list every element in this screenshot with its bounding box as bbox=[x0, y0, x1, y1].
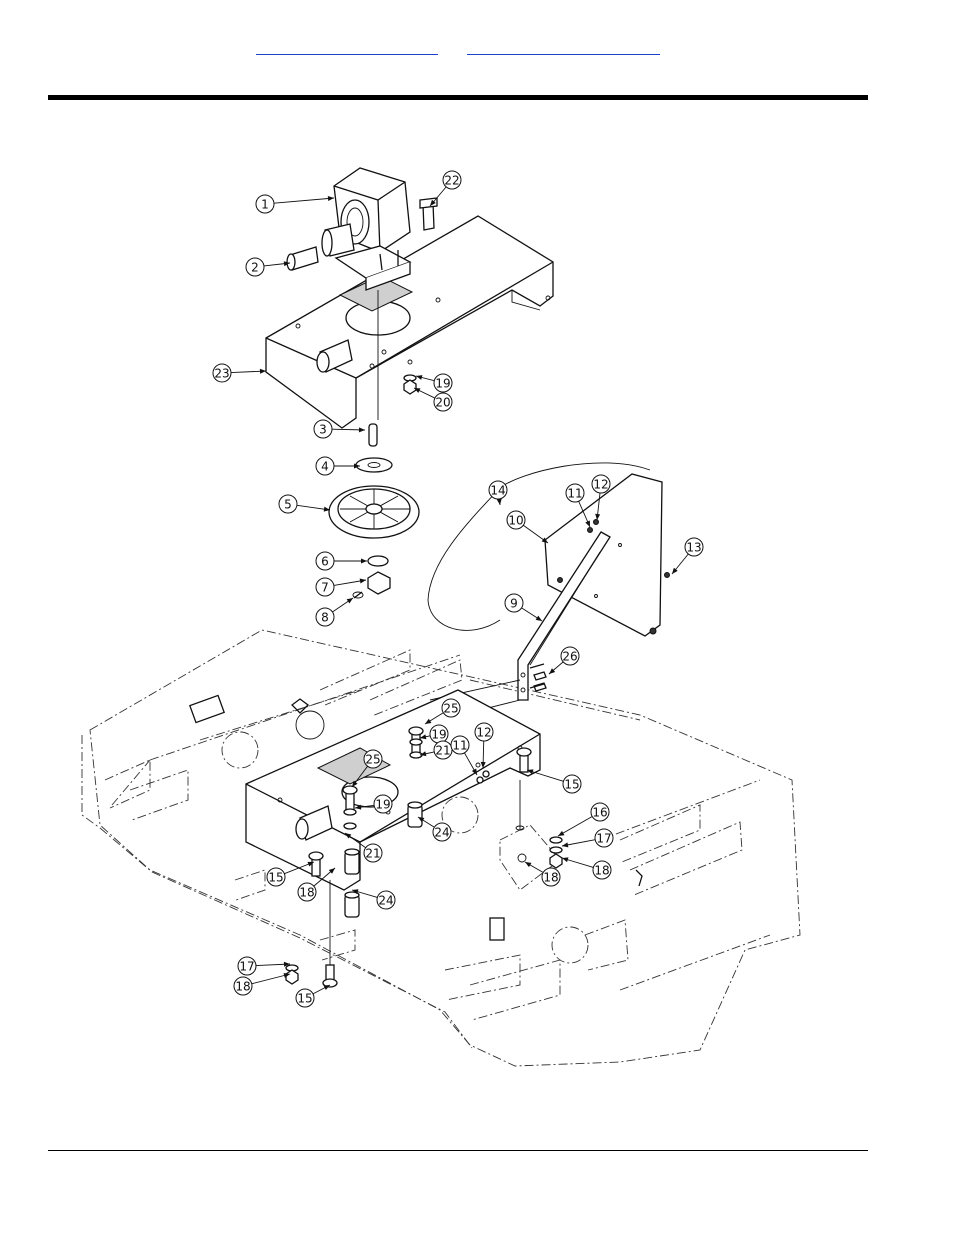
callout-number: 22 bbox=[444, 174, 459, 188]
callout-number: 15 bbox=[268, 871, 283, 885]
callout-number: 24 bbox=[378, 894, 393, 908]
callout-arrowhead bbox=[562, 857, 568, 862]
callout-arrowhead bbox=[361, 559, 367, 564]
callout-19: 19 bbox=[416, 374, 452, 392]
callout-6: 6 bbox=[316, 552, 367, 570]
callout-number: 17 bbox=[596, 832, 611, 846]
callout-5: 5 bbox=[279, 495, 330, 513]
callout-10: 10 bbox=[507, 511, 548, 543]
callout-17: 17 bbox=[562, 829, 613, 847]
callout-number: 21 bbox=[435, 744, 450, 758]
callout-24: 24 bbox=[418, 817, 451, 841]
callout-number: 6 bbox=[321, 555, 329, 569]
callout-arrowhead bbox=[558, 831, 564, 836]
upper-mount-plate bbox=[266, 216, 553, 428]
callout-8: 8 bbox=[316, 598, 353, 626]
callout-number: 18 bbox=[299, 886, 314, 900]
callout-number: 11 bbox=[567, 487, 582, 501]
callout-23: 23 bbox=[213, 364, 266, 382]
callout-26: 26 bbox=[549, 647, 579, 674]
callout-arrowhead bbox=[260, 369, 266, 374]
callout-number: 12 bbox=[476, 726, 491, 740]
callout-number: 19 bbox=[431, 728, 446, 742]
callout-arrowhead bbox=[497, 499, 502, 505]
callout-number: 3 bbox=[319, 423, 327, 437]
callout-18: 18 bbox=[562, 857, 611, 879]
callout-number: 9 bbox=[510, 597, 518, 611]
callout-number: 21 bbox=[365, 847, 380, 861]
callout-2: 2 bbox=[246, 258, 290, 276]
callout-number: 24 bbox=[434, 826, 449, 840]
callout-13: 13 bbox=[672, 538, 703, 574]
callout-1: 1 bbox=[256, 195, 334, 213]
callout-number: 20 bbox=[435, 396, 450, 410]
callout-arrowhead bbox=[347, 598, 353, 603]
callout-15: 15 bbox=[527, 769, 581, 793]
callout-number: 18 bbox=[235, 980, 250, 994]
callout-number: 25 bbox=[365, 753, 380, 767]
callout-number: 15 bbox=[297, 992, 312, 1006]
callout-18: 18 bbox=[234, 973, 290, 995]
callout-number: 10 bbox=[508, 514, 523, 528]
callout-number: 16 bbox=[592, 806, 607, 820]
callout-number: 18 bbox=[543, 871, 558, 885]
callout-14: 14 bbox=[489, 481, 507, 505]
callout-number: 1 bbox=[261, 198, 269, 212]
callout-number: 2 bbox=[251, 261, 259, 275]
mower-deck-outline bbox=[82, 630, 800, 1066]
callout-9: 9 bbox=[505, 594, 542, 621]
callout-number: 19 bbox=[375, 798, 390, 812]
callout-number: 23 bbox=[214, 367, 229, 381]
callout-number: 5 bbox=[284, 498, 292, 512]
callout-number: 17 bbox=[239, 960, 254, 974]
callout-number: 14 bbox=[490, 484, 505, 498]
callout-arrowhead bbox=[562, 842, 568, 847]
callout-number: 7 bbox=[321, 581, 329, 595]
callout-arrowhead bbox=[536, 616, 542, 621]
callout-number: 11 bbox=[452, 739, 467, 753]
shield-assembly bbox=[428, 463, 670, 636]
callout-arrowhead bbox=[359, 427, 365, 432]
callout-15: 15 bbox=[296, 985, 330, 1007]
callout-leader bbox=[274, 198, 334, 203]
callout-arrowhead bbox=[360, 579, 366, 584]
callout-number: 25 bbox=[443, 702, 458, 716]
callout-17: 17 bbox=[238, 957, 290, 975]
callout-number: 26 bbox=[562, 650, 577, 664]
callout-number: 18 bbox=[594, 864, 609, 878]
callout-arrowhead bbox=[525, 862, 531, 867]
callout-number: 12 bbox=[593, 478, 608, 492]
callout-4: 4 bbox=[316, 457, 360, 475]
lower-mount-plate bbox=[246, 690, 540, 890]
callout-number: 15 bbox=[564, 778, 579, 792]
callout-number: 19 bbox=[435, 377, 450, 391]
callout-number: 13 bbox=[686, 541, 701, 555]
callout-22: 22 bbox=[430, 171, 461, 206]
footer-rule bbox=[48, 1150, 868, 1151]
pulley-stack bbox=[329, 424, 419, 598]
callout-number: 4 bbox=[321, 460, 329, 474]
callout-7: 7 bbox=[316, 578, 366, 596]
callout-number: 8 bbox=[321, 611, 329, 625]
